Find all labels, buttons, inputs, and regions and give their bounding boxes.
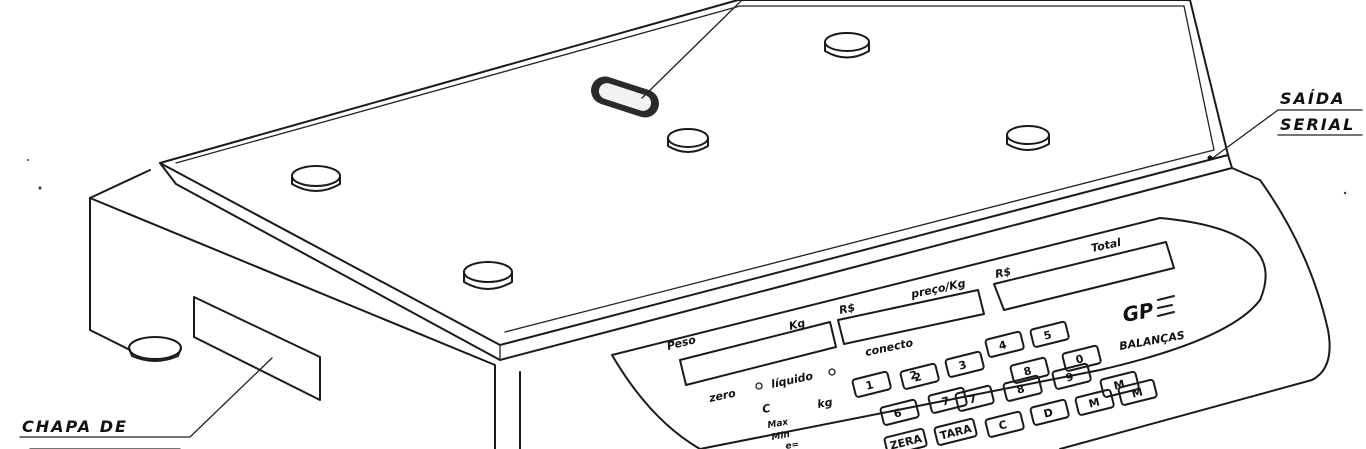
- leader-line-plate: [189, 357, 273, 438]
- keypad-key[interactable]: 8: [1002, 374, 1043, 402]
- platform-foot: [463, 261, 513, 290]
- zero-label: zero: [707, 387, 737, 406]
- svg-text:M: M: [1087, 395, 1101, 410]
- keypad-key[interactable]: 5: [1029, 320, 1070, 348]
- keypad-key[interactable]: 8: [1009, 356, 1050, 384]
- liquid-label: líquido: [770, 369, 815, 391]
- price-unit-label: preço/Kg: [909, 277, 967, 301]
- price-display: [837, 289, 985, 345]
- weight-unit: Kg: [788, 316, 807, 333]
- svg-text:0: 0: [1074, 352, 1085, 367]
- liquid-indicator-icon: [828, 368, 836, 376]
- key-row-1: 4 5: [984, 320, 1070, 358]
- svg-text:3: 3: [957, 358, 968, 372]
- keypad-key[interactable]: 1: [851, 370, 892, 398]
- svg-text:5: 5: [1042, 328, 1053, 342]
- svg-text:M: M: [1112, 377, 1126, 392]
- count-label: conecto: [864, 336, 915, 359]
- base-foot: [128, 336, 182, 362]
- indicator-kg: kg: [816, 395, 833, 410]
- svg-text:8: 8: [1015, 382, 1026, 396]
- keypad-key[interactable]: M: [1099, 370, 1140, 398]
- zero-key[interactable]: ZERA: [883, 427, 928, 449]
- platform-top-inner-edge: [175, 5, 1215, 333]
- svg-text:7: 7: [967, 392, 978, 406]
- keypad-key[interactable]: 7: [954, 384, 995, 412]
- price-currency: R$: [838, 301, 856, 317]
- svg-text:1: 1: [864, 378, 875, 392]
- svg-text:2: 2: [912, 370, 923, 384]
- svg-text:4: 4: [997, 338, 1008, 353]
- base-front-edge: [89, 197, 496, 449]
- svg-text:9: 9: [1064, 370, 1075, 384]
- keypad-key[interactable]: 7: [927, 386, 968, 414]
- stray-mark: [38, 186, 42, 190]
- indicator-c: C: [761, 402, 771, 416]
- keypad-key[interactable]: C: [984, 410, 1025, 438]
- svg-text:7: 7: [940, 394, 951, 408]
- base-right-side: [1059, 167, 1331, 449]
- tare-key[interactable]: TARA: [933, 417, 978, 446]
- platform-top: [159, 0, 1229, 346]
- key-row-4: 6 7 C D M M: [879, 378, 1158, 438]
- keypad-key[interactable]: D: [1029, 398, 1070, 426]
- keypad-key[interactable]: M: [1074, 388, 1115, 416]
- key-row-3: 1 2 7 8 9 M: [851, 362, 1140, 412]
- brand-logo: GP BALANÇAS: [1118, 295, 1186, 353]
- platform-foot: [1006, 125, 1050, 151]
- platform-foot: [824, 32, 870, 59]
- keypad-key[interactable]: M: [1117, 378, 1158, 406]
- level-indicator: [591, 76, 659, 118]
- stray-mark: [27, 159, 29, 161]
- keypad-key[interactable]: 4: [984, 330, 1025, 358]
- weight-display: [679, 321, 837, 386]
- base-left-side: [89, 169, 151, 351]
- stray-mark: [1343, 191, 1347, 195]
- svg-text:C: C: [997, 418, 1008, 433]
- logo-mark: GP: [1121, 298, 1156, 327]
- keypad-key[interactable]: 2: [899, 362, 940, 390]
- indicator-min: Min: [771, 430, 791, 443]
- svg-text:M: M: [1130, 385, 1144, 400]
- svg-text:D: D: [1042, 406, 1054, 421]
- total-label: Total: [1090, 236, 1122, 255]
- svg-text:8: 8: [1022, 364, 1033, 378]
- key-row-2: 2 3 8 0: [899, 344, 1102, 390]
- platform-foot: [667, 128, 709, 153]
- total-display: [993, 241, 1175, 311]
- keypad-key[interactable]: 0: [1061, 344, 1102, 372]
- keypad-key[interactable]: 6: [879, 398, 920, 426]
- total-currency: R$: [994, 265, 1012, 281]
- indicator-e: e=: [785, 440, 800, 449]
- serial-label-line1: SAÍDA: [1280, 89, 1346, 108]
- logo-bars-icon: [1157, 295, 1175, 317]
- keypad-key[interactable]: 9: [1051, 362, 1092, 390]
- indicator-max: Max: [767, 417, 790, 431]
- leader-line-level: [641, 0, 743, 99]
- front-panel: [611, 217, 1267, 449]
- platform-foot: [291, 165, 341, 192]
- svg-text:2: 2: [908, 368, 919, 382]
- keypad-key[interactable]: 3: [944, 350, 985, 378]
- serial-port-dot: [1207, 155, 1213, 161]
- leader-line-serial: [1209, 109, 1279, 161]
- zero-indicator-icon: [755, 382, 763, 390]
- keypad-key[interactable]: 2: [908, 368, 919, 382]
- plate-label-line1: CHAPA DE: [22, 417, 128, 436]
- weight-label: Peso: [666, 333, 698, 353]
- identification-plate: [193, 296, 321, 401]
- svg-text:6: 6: [892, 406, 903, 421]
- serial-label-line2: SERIAL: [1280, 115, 1355, 134]
